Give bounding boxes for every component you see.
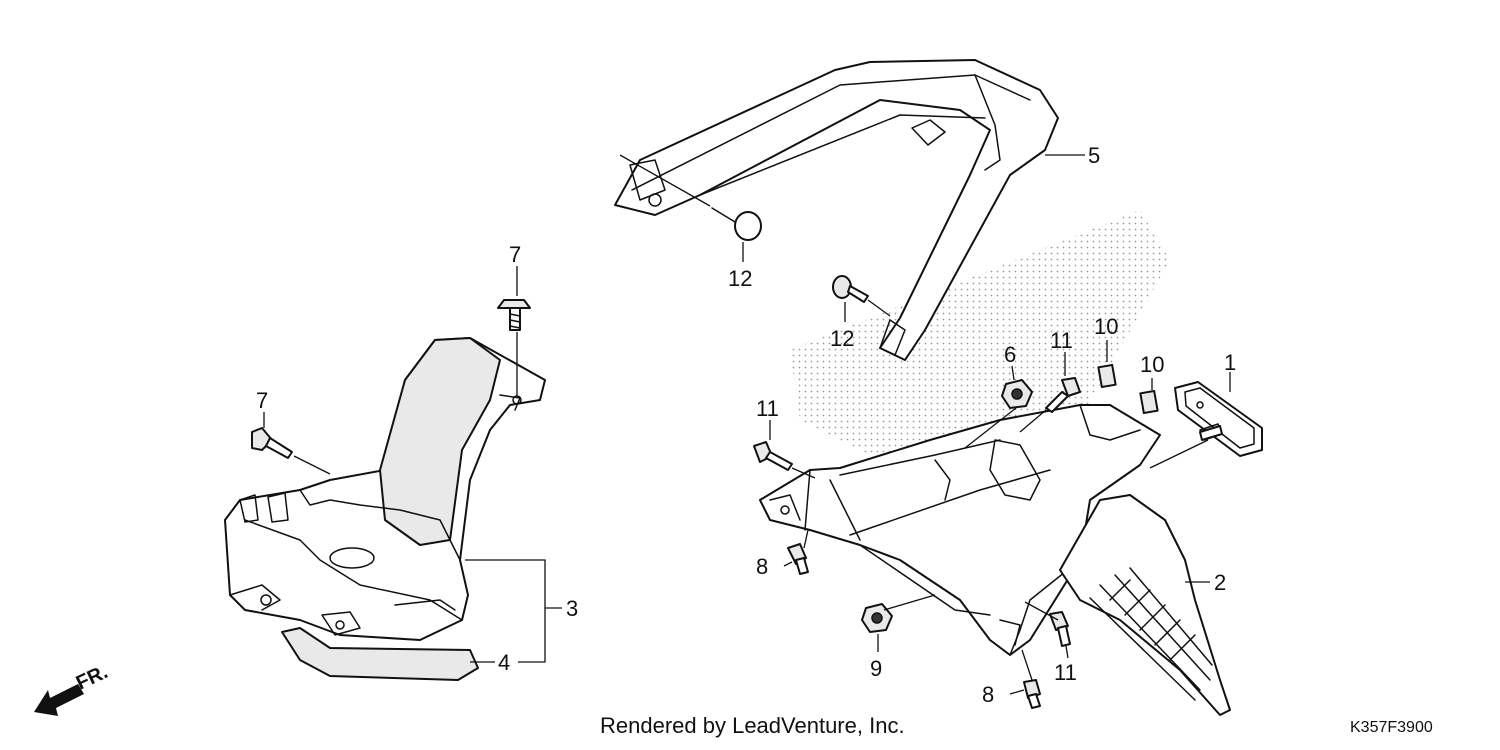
bolt-7-top[interactable] [497, 299, 531, 331]
clip-10-upper[interactable] [1097, 363, 1117, 389]
callout-5: 5 [1088, 143, 1100, 168]
callout-12-lower: 12 [830, 326, 854, 351]
inner-fender-part-3[interactable] [224, 337, 546, 641]
credit-text: Rendered by LeadVenture, Inc. [600, 713, 905, 738]
callout-8-upper: 8 [756, 554, 768, 579]
callout-11-left: 11 [756, 396, 779, 421]
rear-fender-part-2[interactable] [759, 404, 1161, 656]
callout-3: 3 [566, 596, 578, 621]
callout-12-upper: 12 [728, 266, 752, 291]
callout-2: 2 [1214, 570, 1226, 595]
callout-7-left: 7 [256, 388, 268, 413]
nut-6[interactable] [1001, 379, 1033, 409]
clip-12-lower[interactable] [832, 275, 869, 303]
front-direction-indicator: FR. [34, 661, 111, 716]
callout-11-upper: 11 [1050, 328, 1073, 353]
screw-8-upper[interactable] [787, 543, 809, 575]
callout-10-upper: 10 [1094, 314, 1118, 339]
rear-cowl-part-5[interactable] [614, 59, 1059, 361]
callout-6: 6 [1004, 342, 1016, 367]
leader-lines [263, 154, 1231, 695]
fender-tail-grille[interactable] [1059, 494, 1231, 716]
bolt-11-left[interactable] [753, 441, 793, 471]
reflector-part-1[interactable] [1174, 381, 1263, 457]
clip-10-lower[interactable] [1139, 389, 1159, 415]
callout-10-lower: 10 [1140, 352, 1164, 377]
bolt-11-upper[interactable] [1045, 377, 1081, 413]
screw-8-lower[interactable] [1023, 679, 1041, 709]
reflector-stud [1199, 425, 1223, 441]
clip-12-upper[interactable] [711, 207, 762, 241]
diagram-code: K357F3900 [1350, 719, 1433, 736]
callout-4: 4 [498, 650, 510, 675]
nut-9[interactable] [861, 603, 893, 633]
bolt-11-lower[interactable] [1049, 611, 1071, 647]
callouts: 1 2 3 4 5 6 7 7 8 8 9 10 10 11 11 11 12 … [256, 143, 1236, 707]
rubber-strip-part-4[interactable] [281, 627, 479, 681]
callout-9: 9 [870, 656, 882, 681]
callout-7-top: 7 [509, 242, 521, 267]
callout-1: 1 [1224, 350, 1236, 375]
bolt-7-left[interactable] [251, 427, 293, 459]
front-arrow-icon [34, 684, 84, 716]
callout-8-lower: 8 [982, 682, 994, 707]
callout-11-lower: 11 [1054, 660, 1077, 685]
